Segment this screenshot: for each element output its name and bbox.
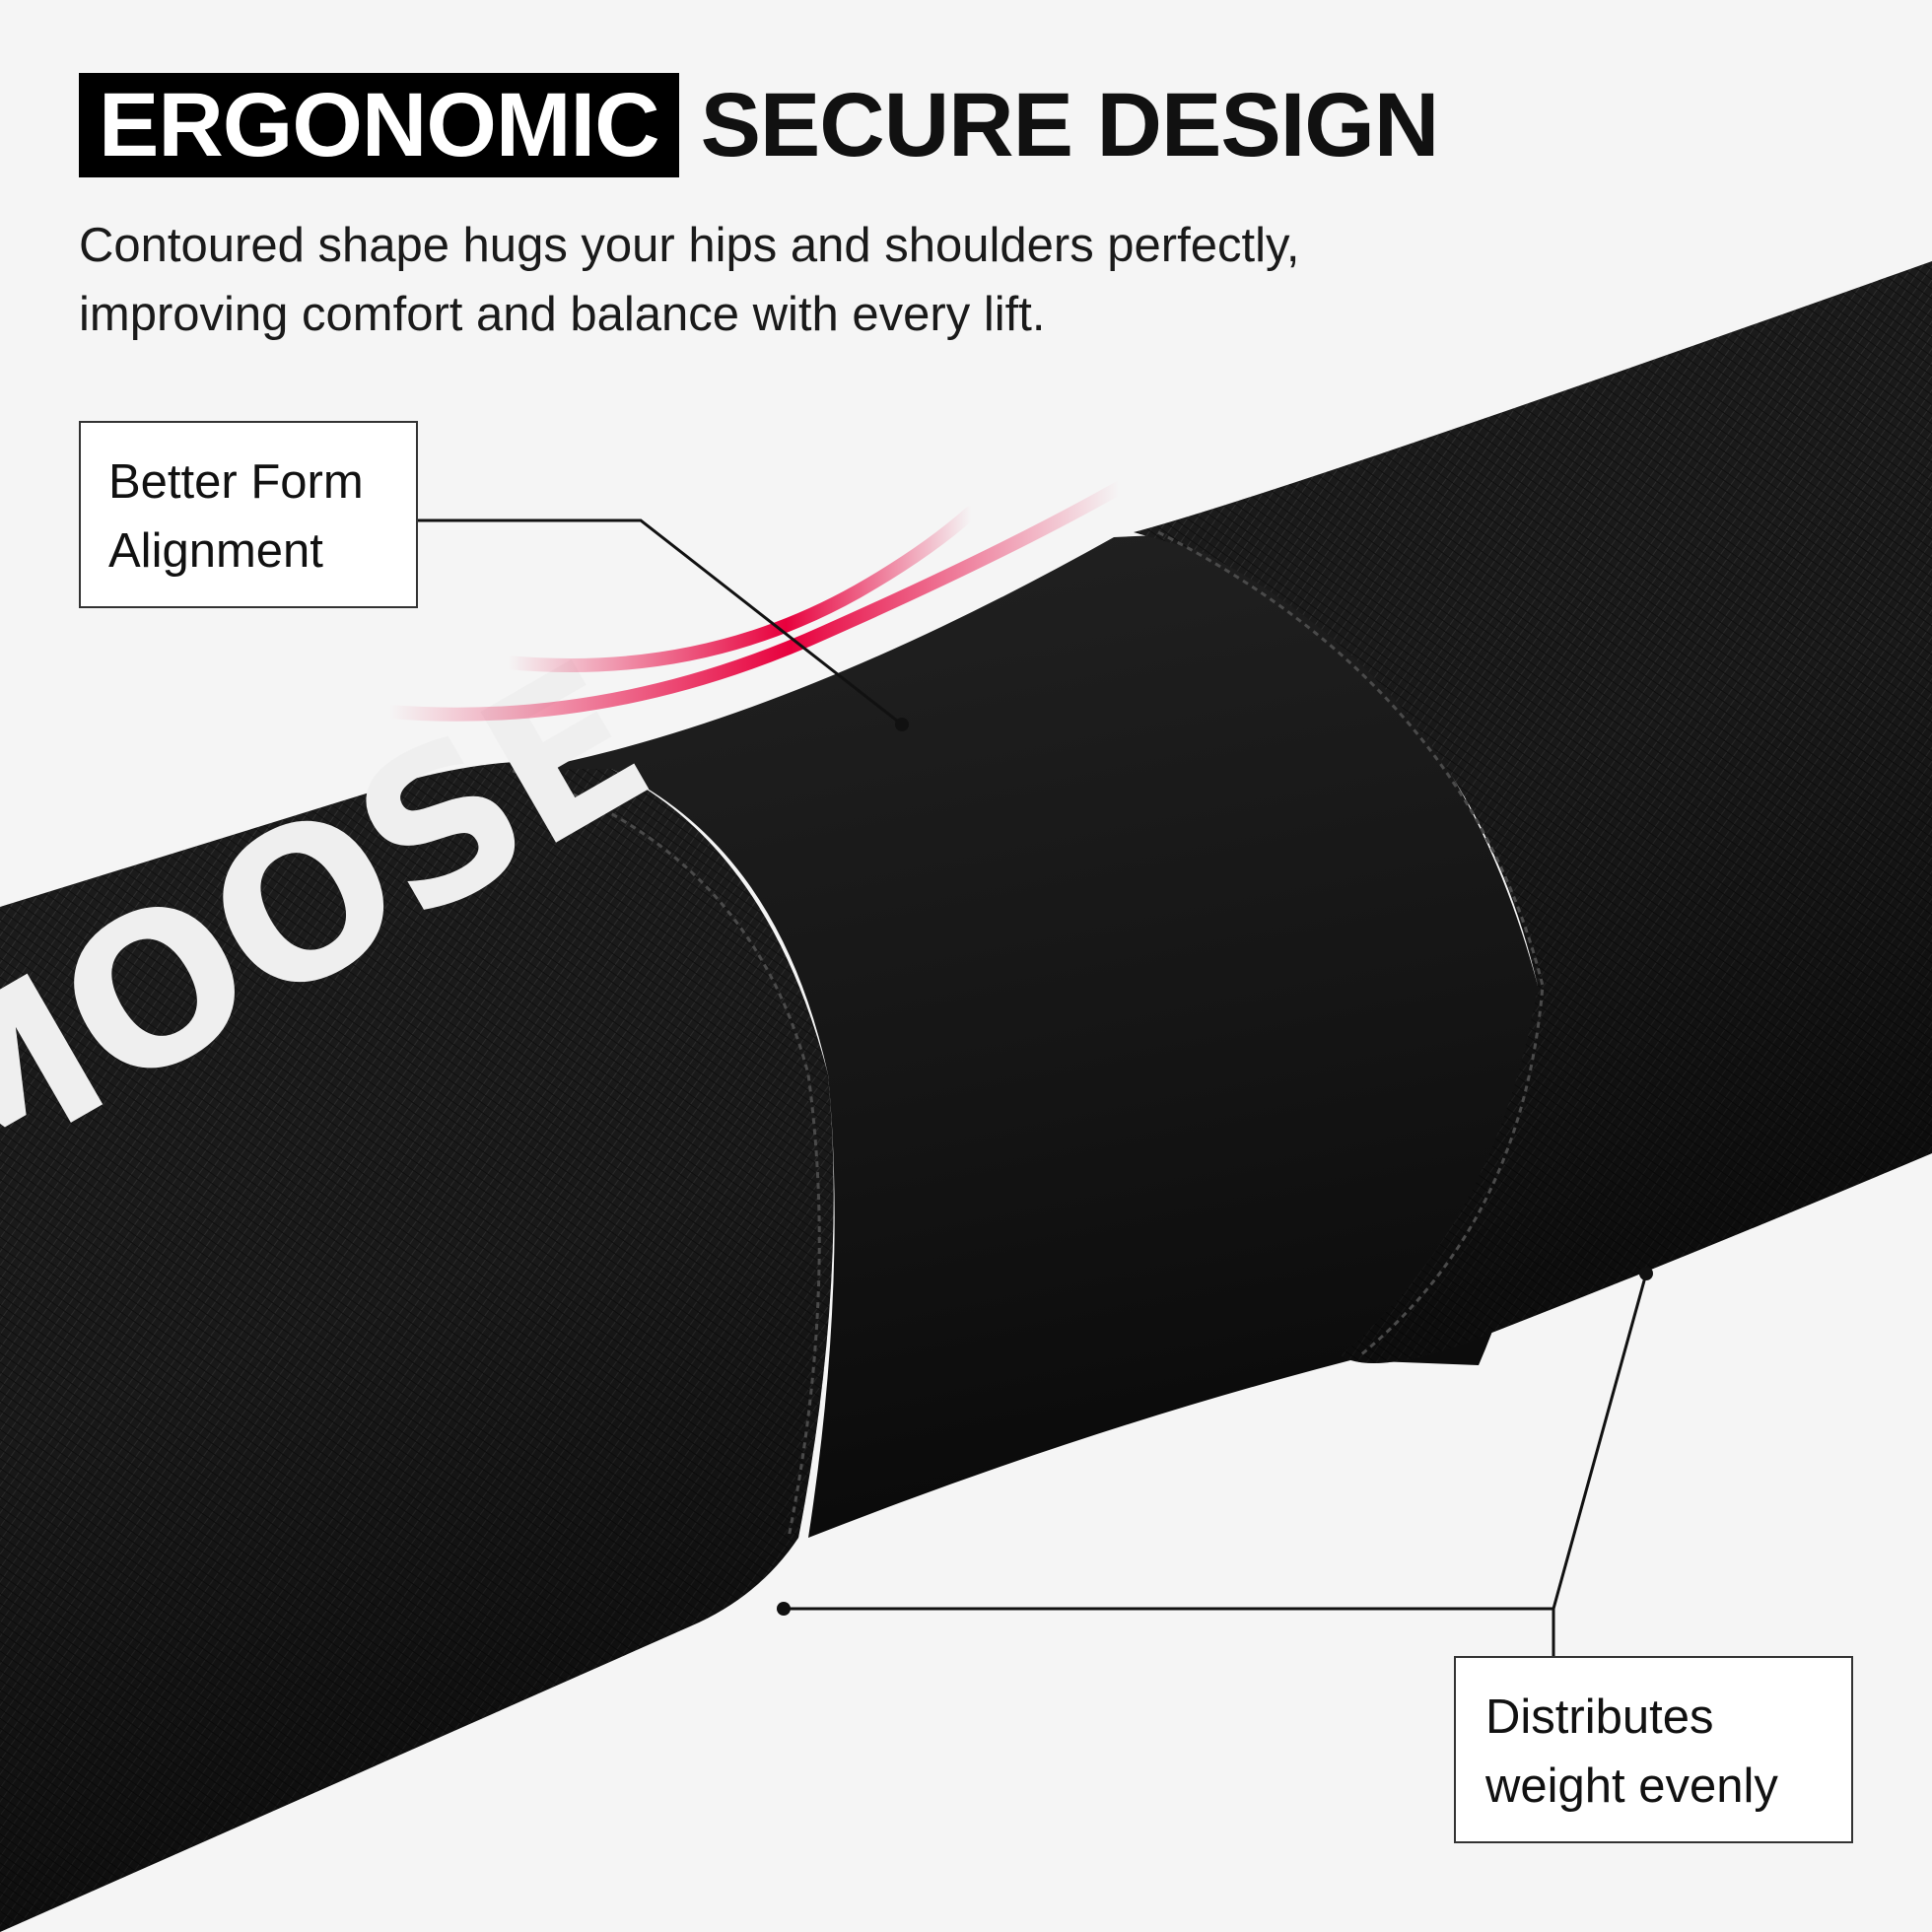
callout-better-form: Better Form Alignment: [79, 421, 418, 608]
pad-center-segment: [532, 532, 1542, 1538]
callout-bottom-line-2: weight evenly: [1485, 1760, 1778, 1813]
subtitle-line-1: Contoured shape hugs your hips and shoul…: [79, 219, 1300, 272]
title-rest: SECURE DESIGN: [700, 75, 1440, 175]
title-highlight: ERGONOMIC: [79, 73, 679, 177]
page-title: ERGONOMIC SECURE DESIGN: [79, 73, 1440, 177]
callout-top-line-2: Alignment: [108, 524, 323, 578]
callout-bottom-line-1: Distributes: [1485, 1690, 1714, 1744]
subtitle-line-2: improving comfort and balance with every…: [79, 288, 1046, 341]
page-subtitle: Contoured shape hugs your hips and shoul…: [79, 211, 1459, 349]
pad-left-segment: [0, 761, 834, 1932]
callout-top-line-1: Better Form: [108, 455, 364, 509]
callout-distributes-weight: Distributes weight evenly: [1454, 1656, 1853, 1843]
pad-right-segment: [1134, 261, 1932, 1363]
